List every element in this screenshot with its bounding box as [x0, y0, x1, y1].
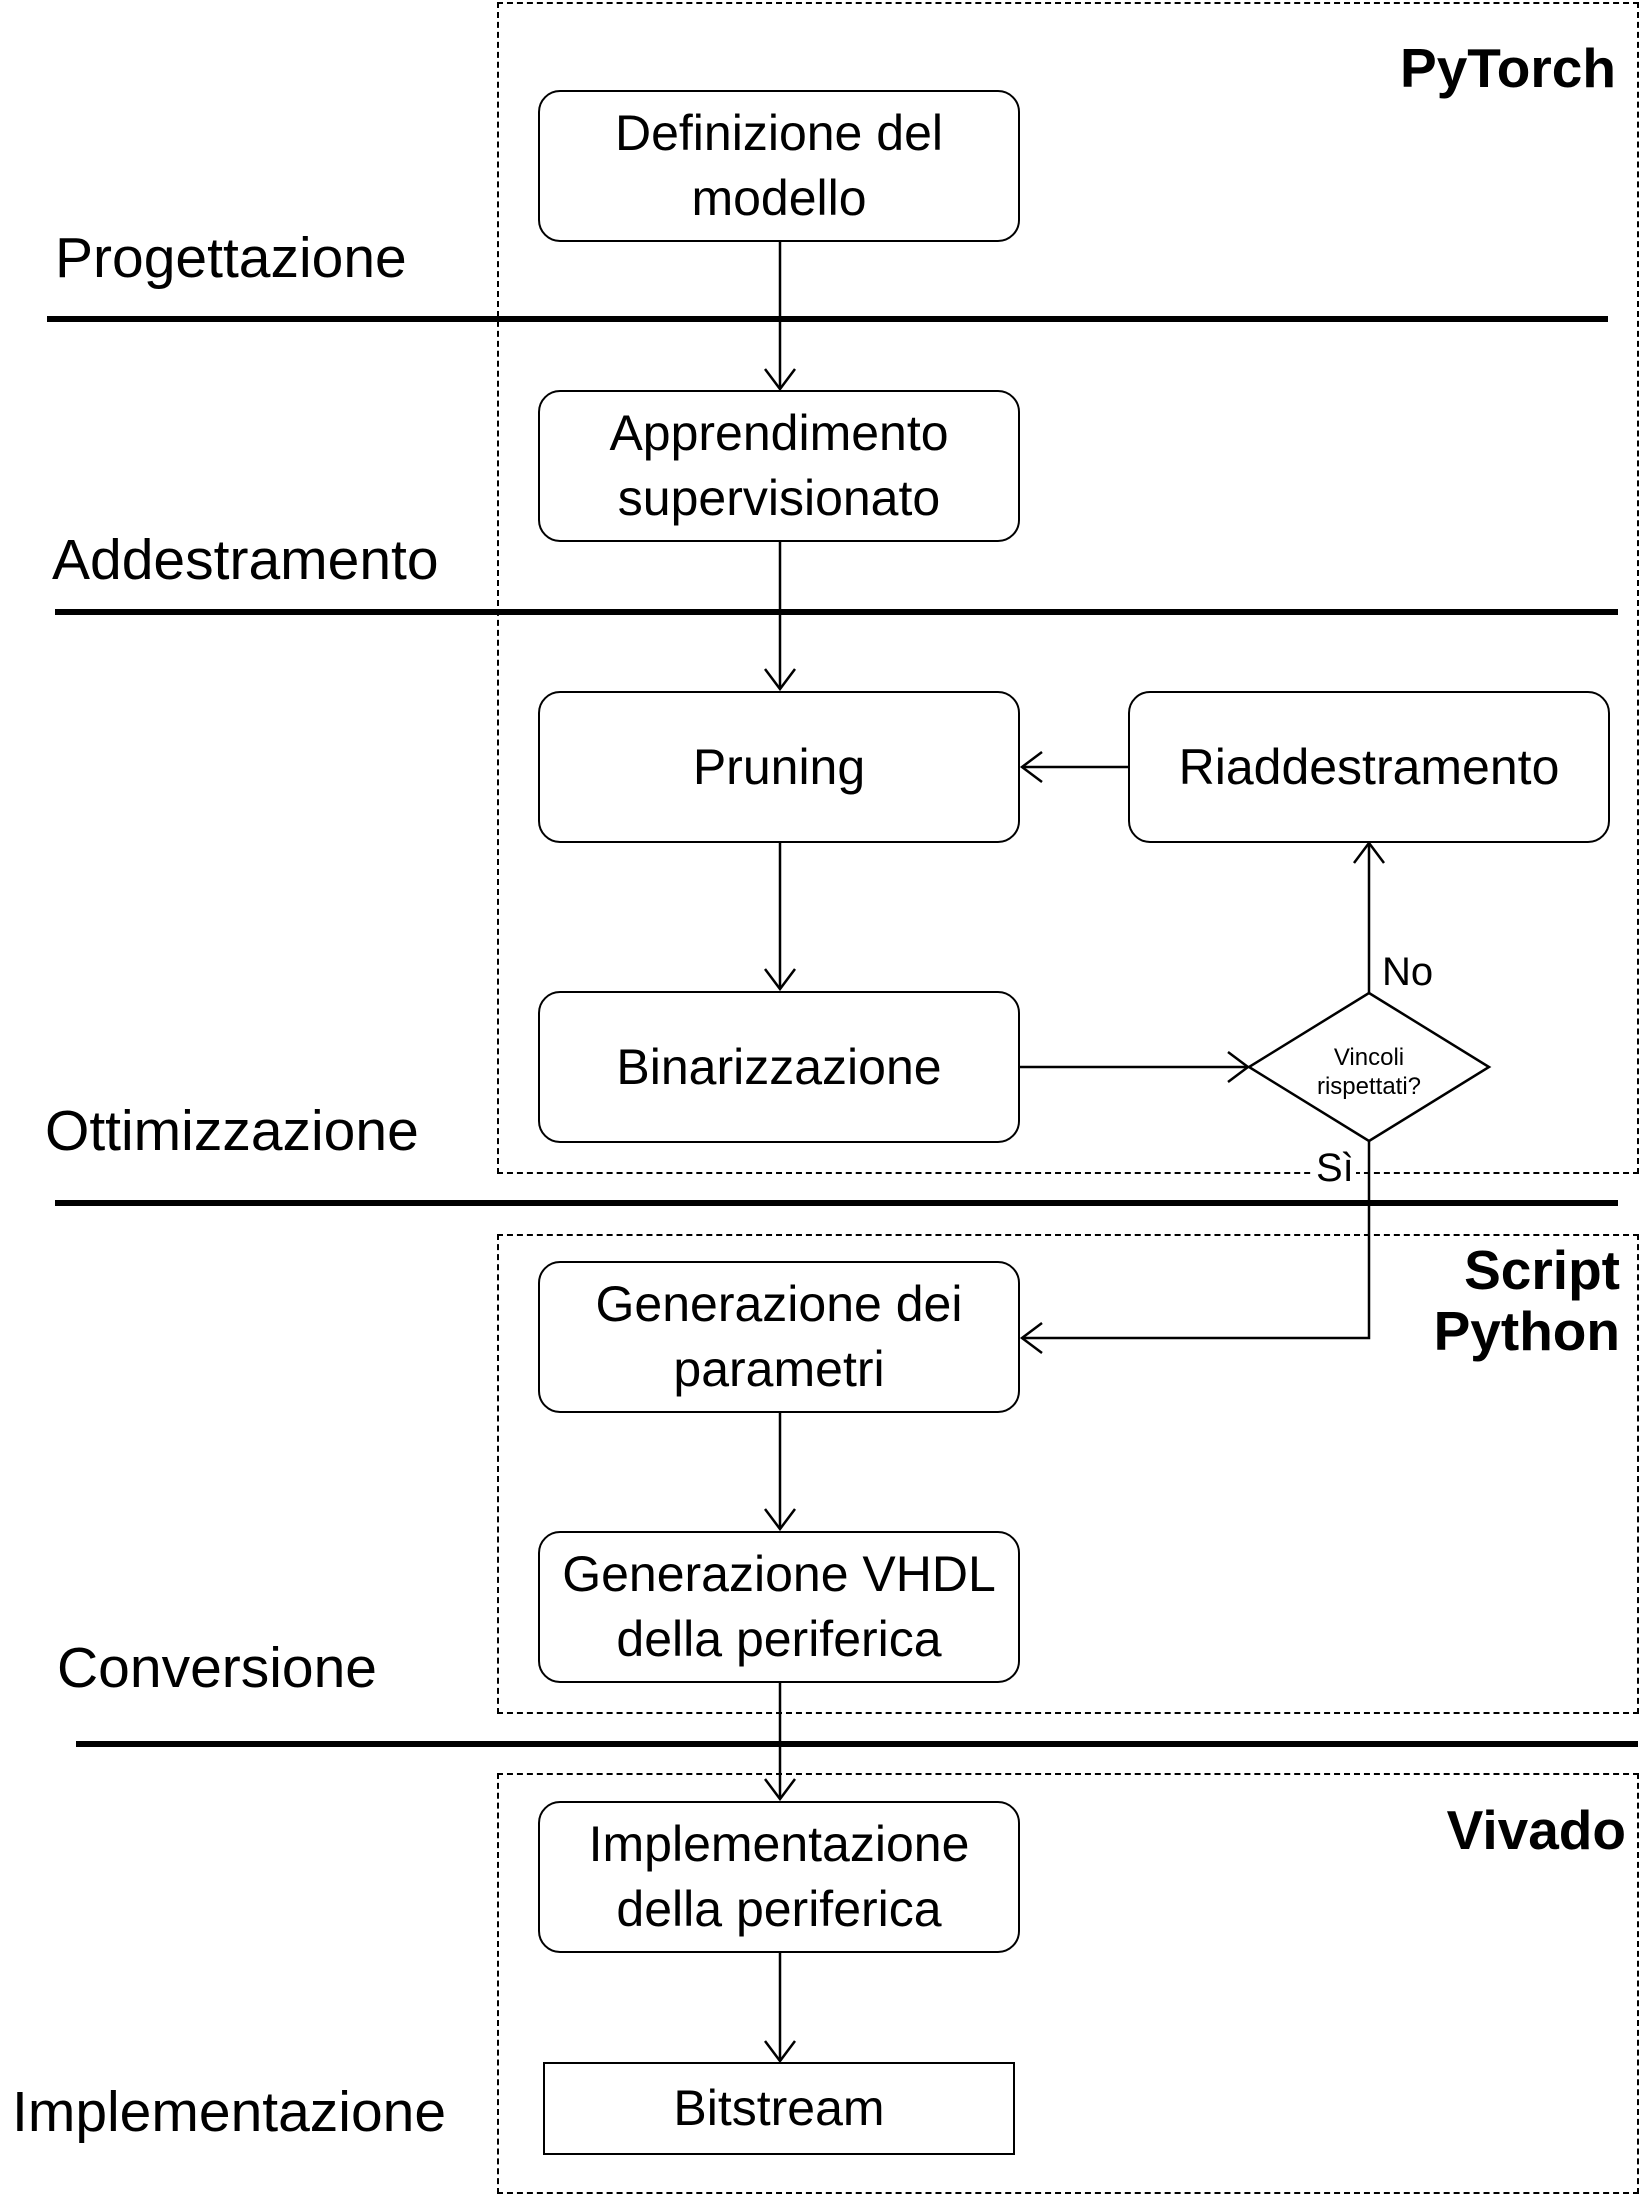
edge-label-no: No — [1380, 950, 1436, 994]
node-pruning: Pruning — [538, 691, 1020, 843]
edge-vincoli-generazione-parametri — [1022, 1141, 1371, 1340]
decision-vincoli-shape — [1246, 991, 1492, 1143]
phase-separator-3 — [55, 1200, 1618, 1206]
phase-label-implementazione: Implementazione — [12, 2080, 447, 2144]
group-title-pytorch: PyTorch — [1400, 37, 1616, 99]
group-title-script-python: Script Python — [1433, 1239, 1620, 1362]
phase-separator-2 — [55, 609, 1618, 615]
group-vivado — [497, 1773, 1639, 2194]
group-title-vivado: Vivado — [1446, 1799, 1626, 1861]
node-riaddestramento: Riaddestramento — [1128, 691, 1610, 843]
node-generazione-dei-parametri: Generazione dei parametri — [538, 1261, 1020, 1413]
phase-separator-4 — [76, 1741, 1638, 1747]
group-pytorch — [497, 2, 1639, 1174]
decision-vincoli-label: Vincoli rispettati? — [1316, 1044, 1422, 1100]
group-script-python — [497, 1234, 1639, 1714]
phase-label-ottimizzazione: Ottimizzazione — [45, 1099, 419, 1163]
node-apprendimento-supervisionato: Apprendimento supervisionato — [538, 390, 1020, 542]
node-binarizzazione: Binarizzazione — [538, 991, 1020, 1143]
phase-label-progettazione: Progettazione — [55, 226, 407, 290]
node-definizione-del-modello: Definizione del modello — [538, 90, 1020, 242]
node-implementazione-della-periferica: Implementazione della periferica — [538, 1801, 1020, 1953]
edge-label-si: Sì — [1314, 1146, 1356, 1190]
phase-label-conversione: Conversione — [57, 1636, 378, 1700]
phase-separator-1 — [47, 316, 1608, 322]
node-generazione-vhdl: Generazione VHDL della periferica — [538, 1531, 1020, 1683]
phase-label-addestramento: Addestramento — [52, 528, 439, 592]
node-bitstream: Bitstream — [543, 2062, 1015, 2155]
